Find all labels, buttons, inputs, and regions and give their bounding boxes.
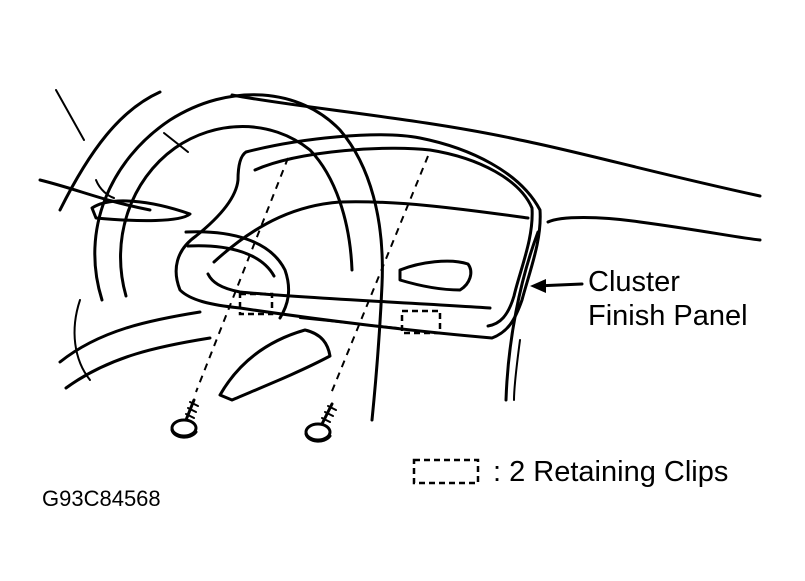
steering-wheel bbox=[58, 93, 384, 422]
right-dashboard bbox=[504, 216, 762, 402]
steering-column bbox=[73, 299, 332, 402]
callout-arrow bbox=[530, 279, 584, 293]
screw-right bbox=[304, 402, 337, 443]
callout-label-line1: Cluster bbox=[588, 266, 680, 298]
screw-left bbox=[170, 398, 199, 439]
legend-clip-symbol bbox=[412, 458, 480, 485]
legend-label: : 2 Retaining Clips bbox=[493, 456, 729, 488]
dashboard-top-outline bbox=[38, 89, 762, 212]
callout-label-line2: Finish Panel bbox=[588, 300, 748, 332]
screw-axis-left bbox=[195, 157, 289, 393]
retaining-clip-left bbox=[238, 292, 274, 316]
figure-code: G93C84568 bbox=[42, 486, 161, 511]
screw-axis-right bbox=[329, 155, 429, 397]
cluster-finish-panel bbox=[174, 133, 542, 340]
